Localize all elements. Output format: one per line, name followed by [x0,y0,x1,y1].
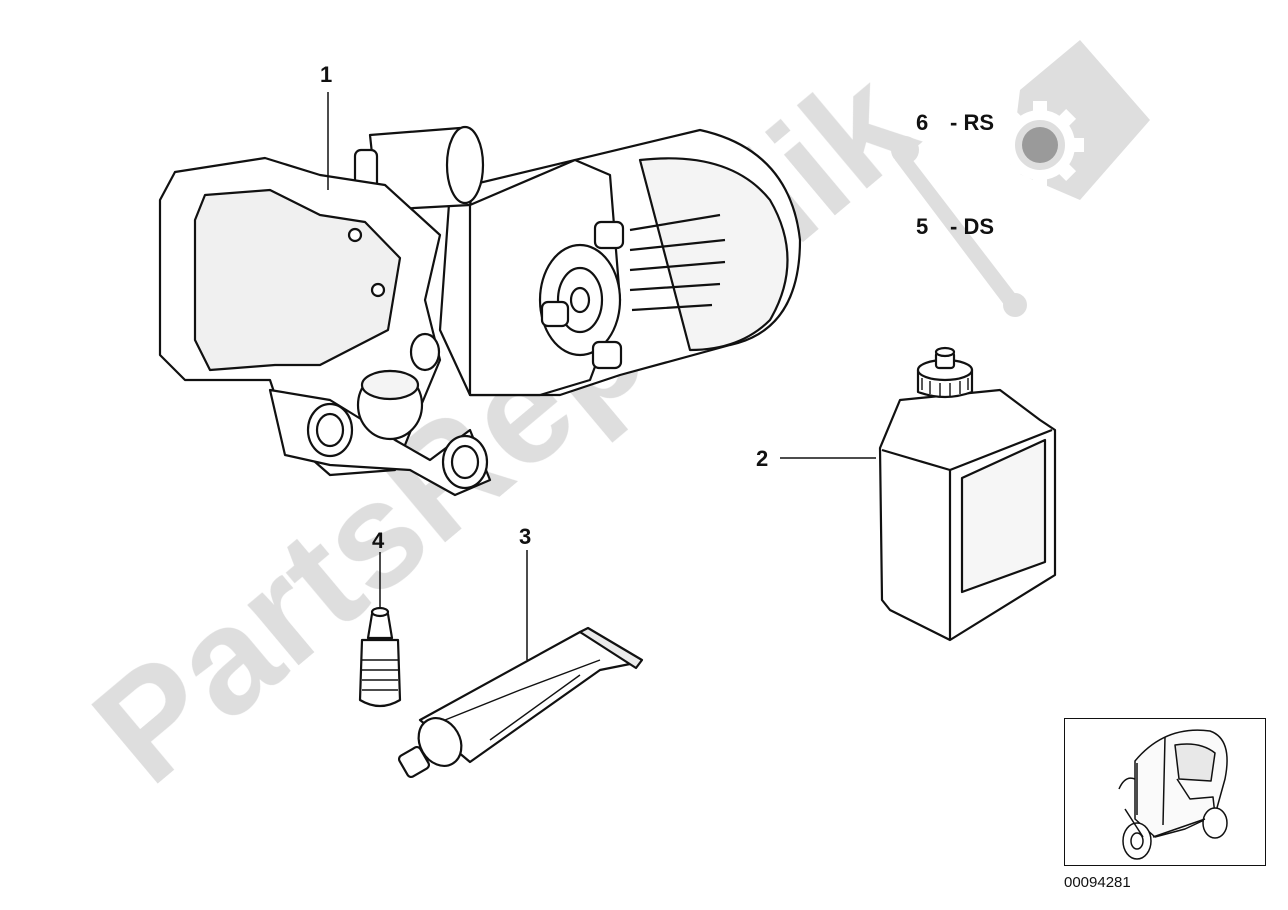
engine-assembly [158,125,802,497]
legend-row-rs: 6 - RS [916,112,994,134]
oil-container [878,346,1057,642]
legend-label: - DS [950,214,994,239]
catalog-number: 00094281 [1064,874,1131,891]
callout-2: 2 [756,446,769,471]
leader-lines [327,92,876,660]
legend-label: - RS [950,110,994,135]
legend-number: 5 [916,214,929,239]
callout-4: 4 [372,528,385,553]
vehicle-thumbnail [1064,718,1266,866]
callout-3: 3 [519,524,532,549]
sealant-tube [397,626,644,779]
watermark-wrench-icon [895,150,1020,310]
gear-logo-icon [996,101,1084,189]
scooter-icon [1118,729,1228,860]
thread-locker-bottle [358,606,402,708]
legend-number: 6 [916,110,929,135]
callout-1: 1 [320,62,333,87]
legend-row-ds: 5 - DS [916,216,994,238]
